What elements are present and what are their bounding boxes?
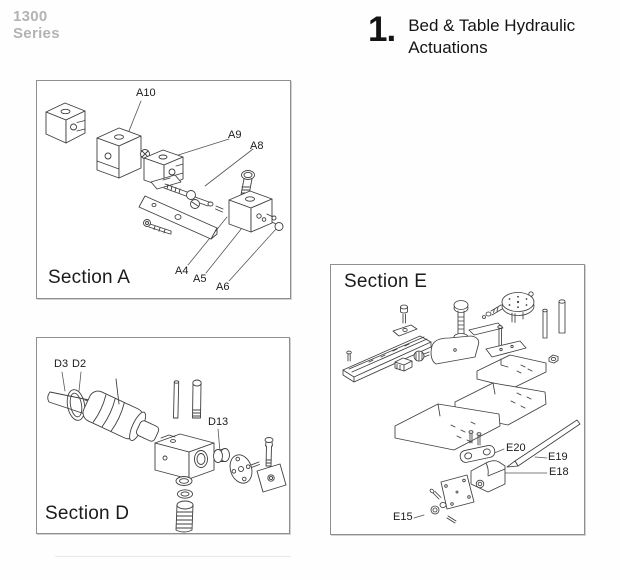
flange-disc [229,454,253,484]
scan-artifact-line [55,556,291,557]
section-d-panel: D3 D2 D13 Section D [36,337,290,534]
section-d-leader-lines [61,371,221,453]
notched-plate [476,354,547,389]
seal-rings [175,476,193,499]
section-e-panel: E20 E19 E18 E15 Section E [330,264,585,535]
series-line1: 1300 [13,8,48,25]
series-line2: Series [13,25,60,42]
rail-screw [346,350,352,362]
stop-plate [485,340,527,358]
clamp-block-2 [96,127,150,179]
valve-block [154,433,215,480]
section-d-drawing [47,371,287,533]
section-e-drawing [342,291,581,524]
section-a-panel: A10 A9 A8 A4 A5 A6 Section A [36,80,291,299]
pillow-block [470,460,506,493]
seal-bushing [213,448,230,463]
section-d-title: Section D [45,503,130,524]
clamp-block-4 [228,190,284,233]
title-text: Bed & Table Hydraulic Actuations [408,10,575,59]
section-a-title: Section A [48,267,131,288]
part-label-e20: E20 [506,442,526,454]
part-label-e18: E18 [549,466,569,478]
dial-indicator [482,291,535,323]
link-block [459,444,496,463]
clamp-block-1 [45,102,86,144]
o-ring [66,389,86,421]
part-label-e15: E15 [393,511,413,523]
part-label-a10: A10 [136,87,156,99]
angle-bar [468,322,504,348]
table-slab-2 [394,403,501,451]
pad-plate [430,335,480,365]
slide-rail [342,335,432,383]
part-label-d2: D2 [72,358,87,370]
part-label-e19: E19 [548,451,568,463]
part-label-a4: A4 [175,265,189,277]
clamp-block-3 [143,149,184,190]
section-a-leader-lines [128,100,277,282]
series-label: 1300 Series [13,8,60,42]
threaded-stud [163,183,224,213]
mount-bolt [264,437,274,467]
clamp-piece [392,324,418,337]
title-number: 1. [368,10,396,49]
socket-bolt [192,379,202,419]
hex-nut [548,354,559,364]
part-label-a6: A6 [216,281,230,293]
knurled-fittings [394,350,430,372]
end-plate [256,463,287,493]
mounting-bar [138,195,218,240]
title-line2: Actuations [408,38,488,57]
guide-rods [542,299,566,339]
section-e-title: Section E [344,271,428,292]
screw-pair [468,430,482,446]
cylinder-piston [82,390,160,442]
set-screw [400,304,408,324]
page-title: 1. Bed & Table Hydraulic Actuations [368,10,575,59]
part-label-d3: D3 [54,358,69,370]
section-a-drawing [45,100,284,282]
small-pin [250,461,260,468]
hex-bolt [240,170,255,196]
threaded-cylinder [175,500,194,533]
actuator-rod [506,419,581,468]
part-label-d13: D13 [208,416,229,428]
needle-pin [115,378,120,405]
part-label-a8: A8 [250,140,264,152]
part-label-a9: A9 [228,129,242,141]
part-label-a5: A5 [193,273,207,285]
dowel-pin [173,380,180,419]
fastener-set [429,488,457,524]
title-line1: Bed & Table Hydraulic [408,16,576,35]
cover-plate [440,474,475,510]
